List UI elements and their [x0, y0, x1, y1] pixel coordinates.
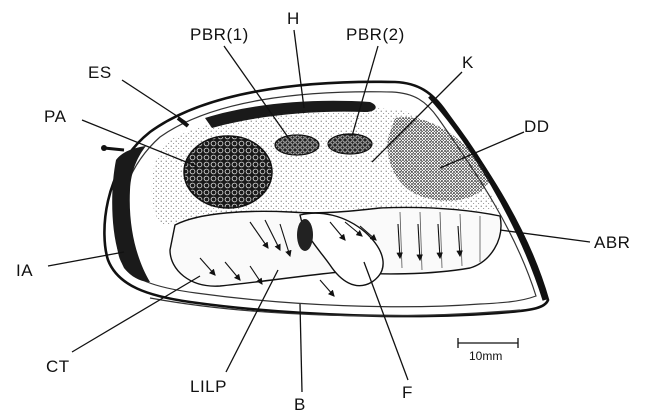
label-f: F: [402, 383, 413, 402]
rim-mark: [104, 148, 124, 150]
leader-b: [300, 304, 302, 392]
label-ct: CT: [46, 357, 70, 376]
posterior-adductor-muscle: [184, 136, 272, 208]
inhalant-margin: [112, 146, 150, 282]
current-arrow: [320, 280, 334, 296]
pedal-byssal-retractor-2: [328, 134, 372, 154]
leader-ia: [48, 252, 124, 266]
label-dd: DD: [524, 117, 550, 136]
leader-lilp: [226, 270, 278, 372]
leader-es: [122, 80, 186, 122]
label-pa: PA: [44, 107, 67, 126]
labels: PBR(1) H PBR(2) ES K PA DD ABR IA CT LIL…: [16, 9, 630, 413]
label-pbr1: PBR(1): [190, 25, 249, 44]
label-es: ES: [88, 63, 112, 82]
leader-f: [364, 262, 408, 380]
label-ia: IA: [16, 261, 33, 280]
pedal-byssal-retractor-1: [275, 135, 319, 155]
label-pbr2: PBR(2): [346, 25, 405, 44]
label-h: H: [287, 9, 300, 28]
leader-h: [294, 30, 304, 108]
label-abr: ABR: [594, 233, 630, 252]
label-k: K: [462, 53, 474, 72]
scale-bar-label: 10mm: [469, 349, 502, 363]
gill-region: [170, 207, 501, 296]
foot-base: [297, 219, 313, 251]
label-lilp: LILP: [190, 377, 227, 396]
shell-ventral-margin: [150, 298, 520, 316]
rim-dot: [101, 145, 107, 151]
scale-bar: 10mm: [458, 338, 518, 363]
label-b: B: [294, 395, 306, 413]
